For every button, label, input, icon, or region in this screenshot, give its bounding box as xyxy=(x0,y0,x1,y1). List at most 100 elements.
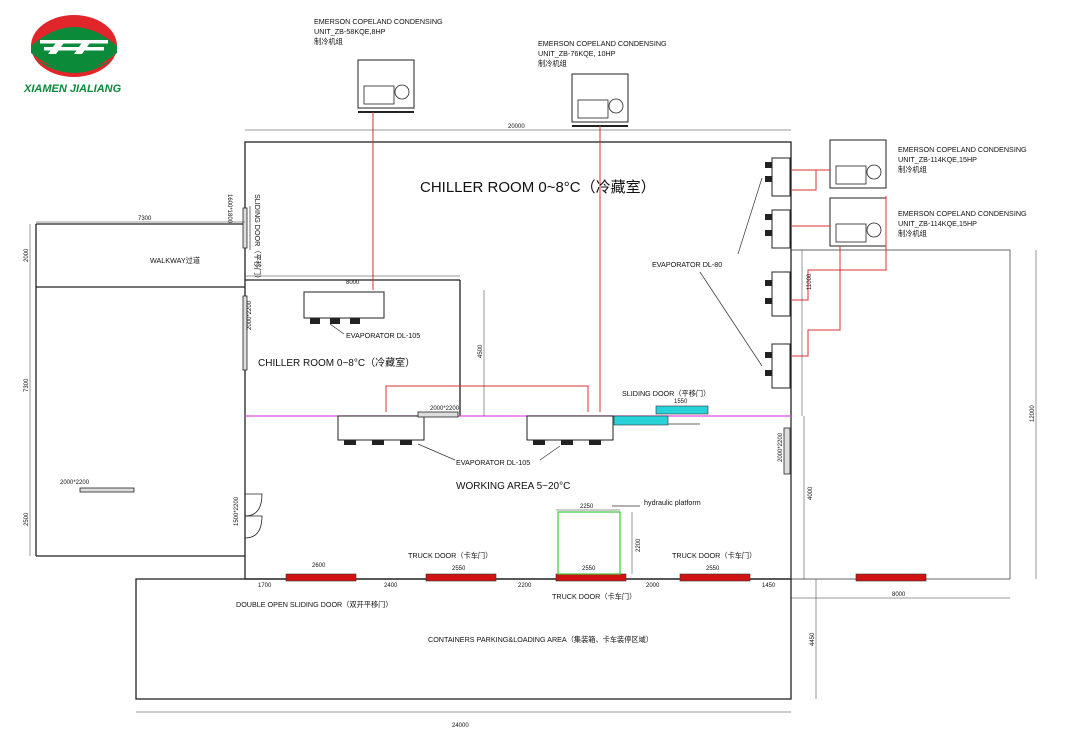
unit-4-model: UNIT_ZB-114KQE,15HP xyxy=(898,219,977,228)
logo-green-lower xyxy=(36,60,112,73)
working-door-top xyxy=(417,411,459,418)
evaporator-right-4 xyxy=(771,343,791,389)
logo-company-name: XIAMEN JIALIANG xyxy=(23,83,122,95)
evaporator-dl105-label-a: EVAPORATOR DL-105 xyxy=(346,331,420,340)
unit-2-title: EMERSON COPELAND CONDENSING xyxy=(538,39,667,48)
dim-2550-a: 2550 xyxy=(452,566,466,572)
logo-white-stripe-1 xyxy=(40,40,108,44)
evaporator-right-3-fan-b xyxy=(765,298,772,304)
dimension-lines xyxy=(29,129,1037,713)
truck-door-label-1: TRUCK DOOR（卡车门） xyxy=(408,551,492,560)
evaporator-right-2 xyxy=(771,209,791,249)
unit-3-chinese: 制冷机组 xyxy=(898,165,927,174)
unit-4-body xyxy=(829,197,887,247)
unit-2-model: UNIT_ZB-76KQE, 10HP xyxy=(538,49,616,58)
pipe-unit-3-b xyxy=(792,170,817,191)
double-open-door-label: DOUBLE OPEN SLIDING DOOR（双开平移门） xyxy=(236,600,393,609)
hydraulic-platform xyxy=(557,511,621,575)
evaporator-small-fan-c xyxy=(350,318,360,324)
unit-1-model: UNIT_ZB-58KQE,8HP xyxy=(314,27,386,36)
dim-2600: 2600 xyxy=(312,563,326,569)
dim-1500x2200: 1500*2200 xyxy=(234,496,240,526)
evaporator-right-3-fan-a xyxy=(765,280,772,286)
company-logo: XIAMEN JIALIANG xyxy=(23,15,122,95)
unit-1-body xyxy=(357,59,415,109)
sliding-door-left-size: 1600*1800 xyxy=(226,194,232,224)
unit-3-model: UNIT_ZB-114KQE,15HP xyxy=(898,155,977,164)
sliding-door-right-leaf xyxy=(613,415,669,426)
evaporator-right-2-fan-b xyxy=(765,230,772,236)
pipe-unit-4-c xyxy=(792,246,841,357)
chiller-small-door xyxy=(242,295,248,371)
dim-4000: 4000 xyxy=(808,486,814,500)
unit-3-fan-icon xyxy=(866,164,882,180)
leader-dl105-b xyxy=(539,445,561,461)
evaporator-right-1-fan-b xyxy=(765,176,772,182)
evaporator-right-1-fan-a xyxy=(765,162,772,168)
refrigerant-pipes xyxy=(372,112,887,412)
logo-white-stripe-2 xyxy=(44,47,104,51)
leader-dl80-up xyxy=(737,177,763,255)
sliding-door-left xyxy=(242,207,248,249)
dim-2000x2200-b: 2000*2200 xyxy=(430,406,460,412)
evaporator-small-room xyxy=(303,291,385,319)
containers-label: CONTAINERS PARKING&LOADING AREA（集装箱、卡车装停… xyxy=(428,635,653,644)
evaporator-working-1 xyxy=(337,415,425,441)
condensing-unit-3: EMERSON COPELAND CONDENSING UNIT_ZB-114K… xyxy=(829,139,1027,189)
evaporators xyxy=(303,157,791,445)
dim-2550-c: 2550 xyxy=(706,566,720,572)
evaporator-small-fan-a xyxy=(310,318,320,324)
unit-4-compressor xyxy=(835,223,867,243)
dim-2500-left: 2500 xyxy=(24,512,30,526)
equipment-labels: EVAPORATOR DL-80 EVAPORATOR DL-105 EVAPO… xyxy=(226,194,756,609)
condensing-unit-4: EMERSON COPELAND CONDENSING UNIT_ZB-114K… xyxy=(829,197,1027,247)
unit-3-compressor xyxy=(835,165,867,185)
dim-2000x2200-a: 2000*2200 xyxy=(247,300,253,330)
sliding-door-left-label: SLIDING DOOR（平移门） xyxy=(253,194,262,282)
dim-7300-left: 7300 xyxy=(24,378,30,392)
unit-4-chinese: 制冷机组 xyxy=(898,229,927,238)
unit-1-title: EMERSON COPELAND CONDENSING xyxy=(314,17,443,26)
evaporator-right-2-fan-a xyxy=(765,214,772,220)
evaporator-right-3 xyxy=(771,271,791,317)
evaporator-working-1-fan-a xyxy=(344,440,356,445)
unit-1-compressor xyxy=(363,85,395,105)
evaporator-working-2-fan-b xyxy=(561,440,573,445)
unit-2-body xyxy=(571,73,629,123)
chiller-small-label: CHILLER ROOM 0~8°C（冷藏室） xyxy=(258,356,415,369)
unit-2-chinese: 制冷机组 xyxy=(538,59,567,68)
swing-door-top-leaf xyxy=(244,493,263,517)
dim-12000: 12000 xyxy=(1030,405,1036,422)
working-door-right xyxy=(783,427,791,475)
dim-1700: 1700 xyxy=(258,583,272,589)
dim-1450: 1450 xyxy=(762,583,776,589)
truck-door-label-3: TRUCK DOOR（卡车门） xyxy=(672,551,756,560)
dim-7300-top: 7300 xyxy=(138,216,152,222)
dim-2250: 2250 xyxy=(580,504,594,510)
leader-lines xyxy=(329,177,763,507)
dim-2200-h: 2200 xyxy=(518,583,532,589)
condensing-unit-2: EMERSON COPELAND CONDENSING UNIT_ZB-76KQ… xyxy=(538,39,667,127)
dim-24000: 24000 xyxy=(452,723,469,729)
evaporator-right-4-fan-a xyxy=(765,352,772,358)
leader-dl105-a xyxy=(417,443,456,461)
evaporator-working-1-fan-c xyxy=(400,440,412,445)
truck-door-4 xyxy=(679,573,751,582)
truck-door-label-2: TRUCK DOOR（卡车门） xyxy=(552,592,636,601)
evaporator-dl105-label-b: EVAPORATOR DL-105 xyxy=(456,458,530,467)
annex-door xyxy=(79,487,135,493)
dim-2550-b: 2550 xyxy=(582,566,596,572)
swing-door-bottom-leaf xyxy=(244,515,263,539)
hydraulic-platform-label: hydraulic platform xyxy=(644,498,701,507)
leader-dl80-down xyxy=(699,271,763,367)
dim-2000x2200-d: 2000*2200 xyxy=(60,480,90,486)
unit-4-fan-icon xyxy=(866,222,882,238)
evaporator-working-1-fan-b xyxy=(372,440,384,445)
dim-20000: 20000 xyxy=(508,124,525,130)
dimension-labels: 20000 7300 2000 7300 2500 8000 4500 1100… xyxy=(24,124,1036,729)
logo-z-stroke-2 xyxy=(74,40,92,54)
dim-1550: 1550 xyxy=(674,399,688,405)
unit-2-compressor xyxy=(577,99,609,119)
